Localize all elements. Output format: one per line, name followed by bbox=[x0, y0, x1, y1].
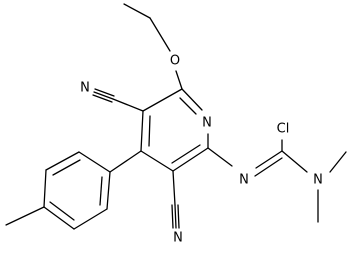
benzene-inner-2 bbox=[49, 201, 75, 221]
bond-c4-c5-outer bbox=[140, 110, 144, 152]
triple-bond-bottom-1 bbox=[174, 204, 177, 229]
bond-aryl-methyl bbox=[5, 206, 45, 226]
nitrile-top bbox=[92, 88, 144, 112]
ring-nitrogen-label: N bbox=[202, 116, 212, 131]
bond-n-imine-c-outer bbox=[255, 150, 283, 169]
bond-c6-n1-inner bbox=[179, 97, 197, 115]
ethoxy-oxygen-label: O bbox=[170, 54, 180, 69]
bond-n-imine-c-inner bbox=[254, 157, 283, 177]
bond-ch3-ch2 bbox=[123, 3, 151, 19]
bond-o-c6 bbox=[175, 70, 183, 90]
triple-bond-top-2 bbox=[94, 88, 115, 97]
bond-c-n-amine bbox=[281, 150, 308, 173]
nitrile-nitrogen-top-label: N bbox=[80, 81, 90, 96]
benzene-bond-6 bbox=[106, 171, 111, 210]
bond-c3-cn-bottom bbox=[172, 170, 176, 206]
bond-c2-c3-outer bbox=[172, 147, 209, 172]
pyridine-ring bbox=[140, 88, 209, 172]
bond-ch2-o bbox=[149, 17, 171, 52]
bond-c4-c5-inner bbox=[148, 115, 151, 147]
bond-c2-n-imine bbox=[207, 147, 233, 167]
nitrile-nitrogen-bottom-label: N bbox=[173, 231, 183, 246]
bond-n-methyl-right bbox=[329, 151, 347, 173]
benzene-inner-1 bbox=[52, 159, 81, 176]
imine-nitrogen-label: N bbox=[239, 173, 249, 188]
triple-bond-top-3 bbox=[92, 94, 113, 103]
benzene-bond-1 bbox=[78, 151, 111, 173]
bond-c6-n1-outer bbox=[181, 88, 203, 111]
ethoxy-group bbox=[123, 3, 183, 90]
benzene-bond-2 bbox=[45, 151, 80, 171]
benzene-bond-3 bbox=[43, 169, 47, 208]
triple-bond-top-1 bbox=[93, 91, 114, 100]
amine-nitrogen-label: N bbox=[313, 173, 323, 188]
benzene-inner-3 bbox=[99, 176, 103, 206]
benzene-bond-4 bbox=[43, 206, 75, 230]
bond-c5-cn-top bbox=[112, 98, 144, 112]
nitrile-bottom bbox=[171, 170, 180, 229]
chloroformamidine-group bbox=[207, 139, 347, 223]
bond-c4-aryl bbox=[109, 150, 142, 173]
bond-c6-c5 bbox=[142, 88, 183, 112]
atom-labels: O N N N N Cl N bbox=[80, 54, 323, 246]
triple-bond-bottom-2 bbox=[171, 204, 174, 229]
benzene-bond-5 bbox=[73, 208, 108, 230]
tolyl-group bbox=[5, 150, 142, 230]
bond-c2-c3-inner bbox=[171, 144, 201, 164]
triple-bond-bottom-3 bbox=[177, 204, 180, 229]
chlorine-label: Cl bbox=[277, 122, 290, 137]
bond-c3-c4 bbox=[140, 150, 174, 172]
